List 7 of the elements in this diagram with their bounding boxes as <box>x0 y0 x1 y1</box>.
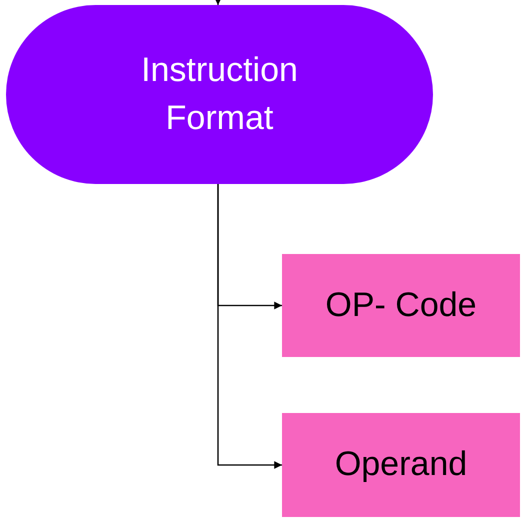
node-label: OP- Code <box>325 284 477 326</box>
connector-arrow <box>217 184 282 469</box>
process-box <box>282 413 520 517</box>
process-box <box>282 254 520 357</box>
node-label: Operand <box>334 444 468 486</box>
node-label: Instruction Format <box>140 50 299 138</box>
connector-arrow <box>214 0 222 5</box>
